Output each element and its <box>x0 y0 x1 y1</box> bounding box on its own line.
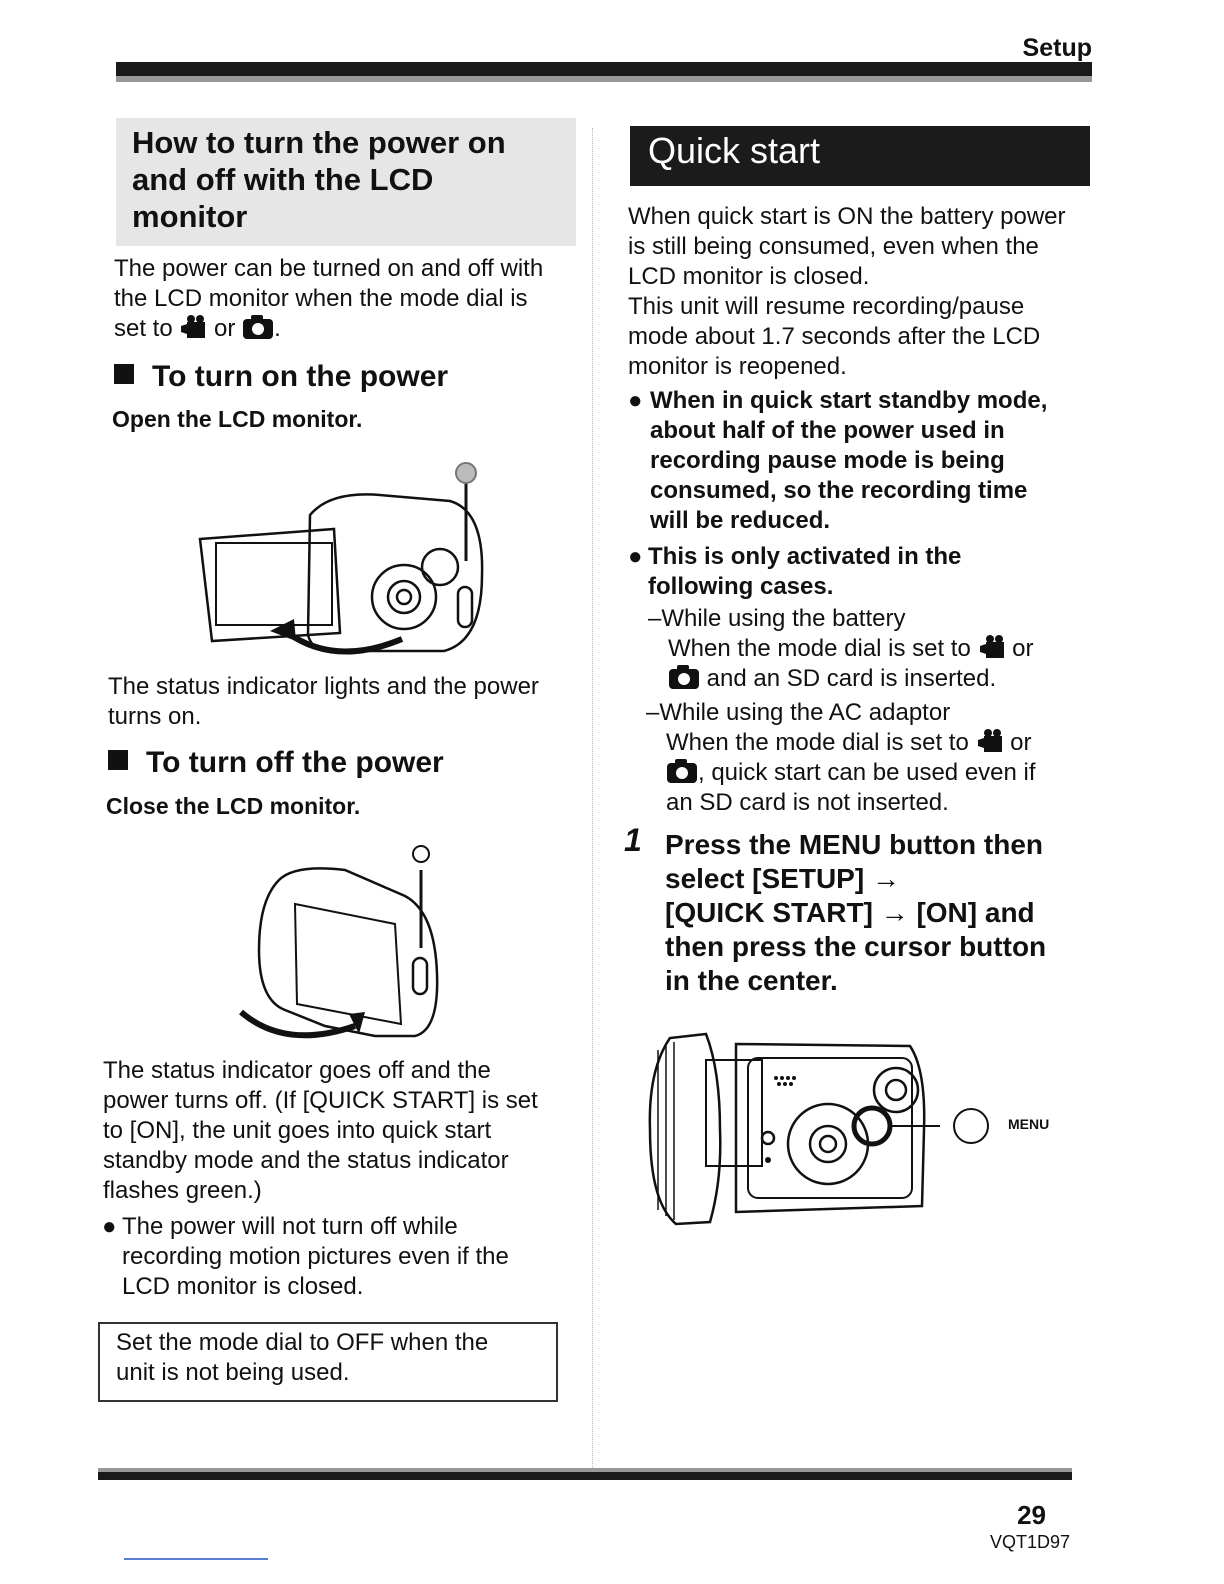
bullet-line: recording motion pictures even if the <box>122 1243 509 1270</box>
note-line: unit is not being used. <box>116 1359 350 1386</box>
bullet-dot-icon: ● <box>102 1213 117 1240</box>
case-title: –While using the AC adaptor <box>646 699 951 726</box>
turn-on-title: To turn on the power <box>114 360 448 394</box>
turn-on-result: The status indicator lights and the powe… <box>108 672 578 732</box>
intro-line: the LCD monitor when the mode dial is <box>114 285 528 312</box>
heading-line: monitor <box>132 199 248 234</box>
footer-blue-line <box>124 1558 268 1560</box>
step-line: select [SETUP] → <box>665 863 900 894</box>
bullet-line: following cases. <box>648 573 834 600</box>
bullet-line: about half of the power used in <box>650 417 1005 444</box>
quick-start-title: Quick start <box>648 130 821 171</box>
step-instruction: Press the MENU button then select [SETUP… <box>665 828 1085 998</box>
result-line: The status indicator lights and the powe… <box>108 673 539 700</box>
turn-off-title: To turn off the power <box>108 746 444 780</box>
quick-start-bullet-1: ● When in quick start standby mode, abou… <box>628 386 1098 536</box>
heading-line: How to turn the power on <box>132 125 506 160</box>
bullet-line: When in quick start standby mode, <box>650 387 1048 414</box>
intro-text: The power can be turned on and off with … <box>114 254 584 344</box>
turn-off-bullet: ● The power will not turn off while reco… <box>102 1212 572 1302</box>
turn-on-step: Open the LCD monitor. <box>112 406 363 432</box>
heading-background <box>116 118 576 246</box>
note-box: Set the mode dial to OFF when the unit i… <box>98 1322 558 1402</box>
case-line: , quick start can be used even if <box>666 758 1086 788</box>
step-line: Press the MENU button then <box>665 829 1044 860</box>
bullet-line: consumed, so the recording time <box>650 477 1028 504</box>
picture-mode-icon <box>667 759 697 783</box>
square-bullet-icon <box>114 364 134 384</box>
para-line: When quick start is ON the battery power <box>628 203 1066 230</box>
para-line: monitor is reopened. <box>628 353 847 380</box>
bottom-rule <box>98 1472 1072 1480</box>
case-battery: –While using the battery When the mode d… <box>648 604 1088 694</box>
bullet-dot-icon: ● <box>628 387 643 414</box>
movie-mode-icon <box>979 635 1004 658</box>
step-number: 1 <box>624 822 642 858</box>
turn-off-step: Close the LCD monitor. <box>106 793 361 819</box>
column-divider <box>592 128 593 1468</box>
para-line: This unit will resume recording/pause <box>628 293 1025 320</box>
para-line: is still being consumed, even when the <box>628 233 1039 260</box>
camera-open-illustration <box>198 462 484 655</box>
result-line: power turns off. (If [QUICK START] is se… <box>103 1087 538 1114</box>
top-rule-shadow <box>116 76 1092 82</box>
para-line: LCD monitor is closed. <box>628 263 870 290</box>
case-line: When the mode dial is set to or <box>668 635 1034 662</box>
result-line: turns on. <box>108 703 202 730</box>
left-heading: How to turn the power on and off with th… <box>132 124 562 235</box>
step-line: in the center. <box>665 965 838 996</box>
document-code: VQT1D97 <box>989 1532 1070 1552</box>
note-line: Set the mode dial to OFF when the <box>116 1329 489 1356</box>
bullet-line: This is only activated in the <box>648 543 962 570</box>
menu-label: MENU <box>1008 1116 1050 1132</box>
movie-mode-icon <box>181 315 206 338</box>
bullet-dot-icon: ● <box>628 543 643 570</box>
bottom-rule-shadow <box>98 1468 1072 1472</box>
top-rule <box>116 62 1092 76</box>
section-label: Setup <box>1022 34 1092 62</box>
step-line: then press the cursor button <box>665 931 1047 962</box>
case-line: an SD card is not inserted. <box>666 789 949 816</box>
bullet-line: The power will not turn off while <box>122 1213 458 1240</box>
camera-closed-illustration <box>239 845 439 1039</box>
intro-end: . <box>274 315 281 342</box>
square-bullet-icon <box>108 750 128 770</box>
intro-line: The power can be turned on and off with <box>114 255 544 282</box>
page-number: 29 <box>1017 1500 1046 1530</box>
quick-start-paragraph: When quick start is ON the battery power… <box>628 202 1098 382</box>
movie-mode-icon <box>977 729 1002 752</box>
case-title: –While using the battery <box>648 605 906 632</box>
heading-line: and off with the LCD <box>132 162 434 197</box>
intro-set-to: set to <box>114 315 173 342</box>
step-line: [QUICK START] → [ON] and <box>665 897 1035 928</box>
result-line: flashes green.) <box>103 1177 262 1204</box>
camera-menu-illustration <box>648 1032 940 1226</box>
menu-button-icon <box>953 1108 989 1144</box>
result-line: The status indicator goes off and the <box>103 1057 491 1084</box>
bullet-line: LCD monitor is closed. <box>122 1273 364 1300</box>
turn-off-result: The status indicator goes off and the po… <box>103 1056 573 1206</box>
picture-mode-icon <box>669 665 699 689</box>
case-line: and an SD card is inserted. <box>668 664 1088 694</box>
quick-start-bullet-2: ● This is only activated in the followin… <box>628 542 1098 602</box>
case-ac-adaptor: –While using the AC adaptor When the mod… <box>646 698 1086 818</box>
result-line: to [ON], the unit goes into quick start <box>103 1117 492 1144</box>
picture-mode-icon <box>243 315 274 339</box>
bullet-line: recording pause mode is being <box>650 447 1005 474</box>
quick-start-banner <box>630 126 1090 186</box>
bullet-line: will be reduced. <box>650 507 831 534</box>
result-line: standby mode and the status indicator <box>103 1147 509 1174</box>
intro-line: set to or . <box>114 314 584 344</box>
case-line: When the mode dial is set to or <box>666 729 1032 756</box>
intro-or: or <box>214 315 236 342</box>
para-line: mode about 1.7 seconds after the LCD <box>628 323 1041 350</box>
